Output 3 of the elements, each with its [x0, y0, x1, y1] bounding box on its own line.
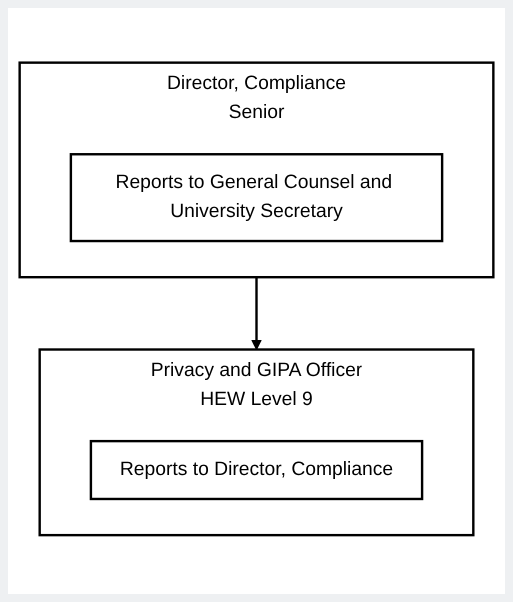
arrow	[251, 276, 262, 350]
node-box: Reports to Director, Compliance	[90, 440, 424, 500]
node-box: Reports to General Counsel and University Secretary	[70, 152, 444, 242]
